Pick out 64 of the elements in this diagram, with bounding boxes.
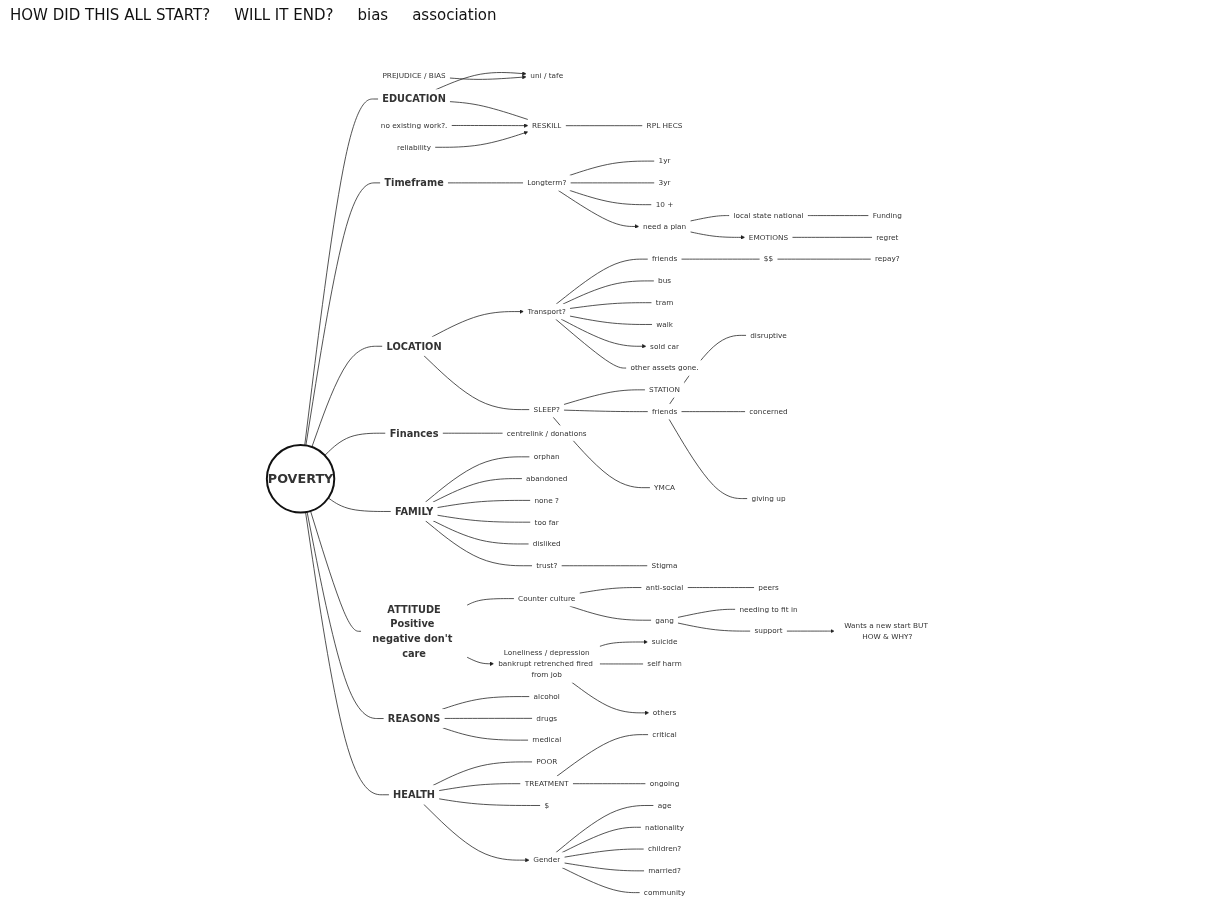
connector <box>449 101 529 120</box>
connector <box>680 411 746 412</box>
connector <box>327 497 392 512</box>
node-text: LOCATION <box>386 340 442 353</box>
note-text: association <box>412 6 497 24</box>
connector <box>423 355 530 410</box>
connector <box>436 514 532 523</box>
connector <box>560 565 649 567</box>
connector <box>466 598 515 606</box>
connector <box>572 783 647 785</box>
node-text: ATTITUDE Positive negative don't care <box>372 603 453 660</box>
connector <box>563 862 645 872</box>
connector <box>438 798 541 806</box>
connector <box>578 587 643 594</box>
note-text: WILL IT END? <box>234 6 334 24</box>
connector <box>443 717 533 719</box>
connector <box>563 389 646 405</box>
connector <box>432 520 530 545</box>
connector <box>677 608 736 618</box>
connector <box>555 805 655 854</box>
connector <box>565 125 644 127</box>
connector <box>556 734 649 777</box>
connector <box>668 418 748 499</box>
connector <box>569 189 653 206</box>
connector <box>425 520 533 567</box>
connector <box>555 258 649 305</box>
connector <box>807 215 870 216</box>
connector <box>306 511 385 719</box>
node-circle: POVERTY <box>265 444 336 514</box>
connector <box>305 182 381 446</box>
connector <box>432 478 523 503</box>
connector <box>569 160 655 176</box>
node-text: REASONS <box>387 712 441 725</box>
connector <box>436 500 531 508</box>
note-text: HOW DID THIS ALL START? <box>10 6 211 24</box>
node-text: HEALTH <box>393 788 436 801</box>
node-text: Finances <box>389 427 439 440</box>
connector <box>561 826 642 854</box>
connector <box>569 315 653 325</box>
note-text: bias <box>357 6 389 24</box>
connector <box>563 848 645 858</box>
connector <box>438 783 522 791</box>
connector <box>424 456 531 503</box>
connector <box>310 510 362 632</box>
connector <box>569 302 653 309</box>
node-text: Timeframe <box>384 177 444 189</box>
connector <box>441 696 531 710</box>
node-text: FAMILY <box>394 505 434 518</box>
connector <box>562 280 655 305</box>
connector <box>311 345 383 448</box>
connector <box>686 587 755 588</box>
connector <box>555 318 627 369</box>
connector <box>563 409 649 412</box>
connector <box>689 215 730 222</box>
connector <box>442 727 529 741</box>
connector <box>561 867 641 893</box>
connector <box>324 432 387 456</box>
connector <box>304 98 379 446</box>
node-text: EDUCATION <box>382 93 446 105</box>
connector <box>432 761 533 786</box>
connector <box>791 236 873 238</box>
connector <box>677 622 751 632</box>
connector <box>569 605 652 621</box>
connector <box>305 511 390 796</box>
